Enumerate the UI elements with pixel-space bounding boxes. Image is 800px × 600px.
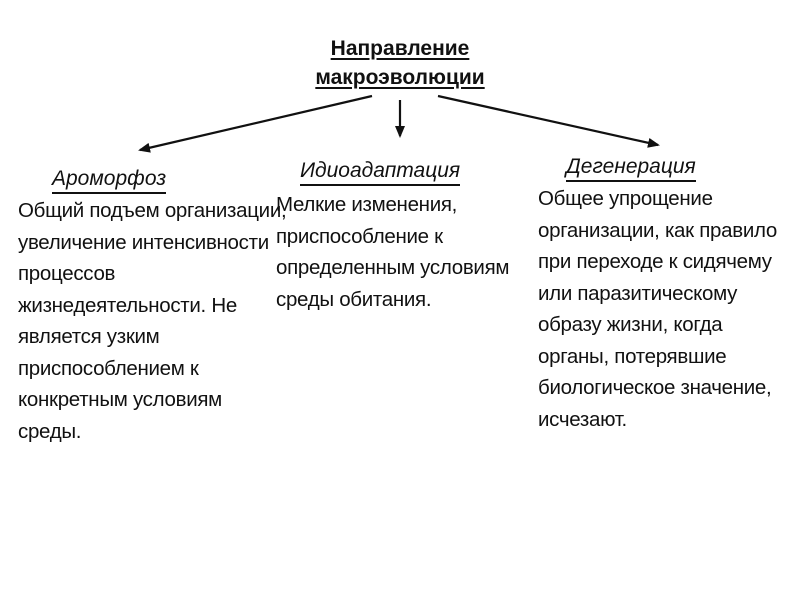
idioadaptation-description: Мелкие изменения, приспособление к опред… [276, 193, 510, 311]
idioadaptation-title: Идиоадаптация [300, 158, 461, 186]
degeneration-title: Дегенерация [566, 154, 696, 182]
aromorphosis-title: Ароморфоз [52, 166, 167, 194]
arrow-right [437, 94, 660, 148]
degeneration-description: Общее упрощение организации, как правило… [538, 187, 777, 431]
title-line-2: макроэволюции [315, 66, 485, 89]
aromorphosis-description: Общий подъем организации, увеличение инт… [18, 199, 287, 443]
title-line-1: Направление [330, 37, 470, 60]
arrow-left [138, 94, 373, 153]
diagram-title: Направление макроэволюции [280, 34, 520, 92]
